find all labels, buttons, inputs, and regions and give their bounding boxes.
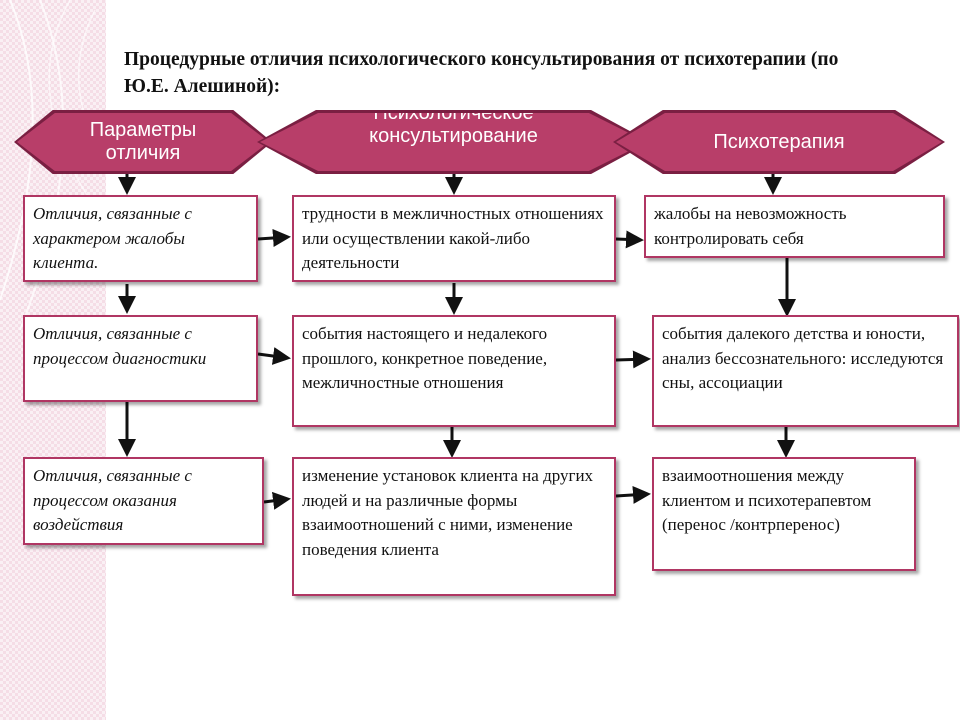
param-box-diagnostics: Отличия, связанные с процессом диагности… bbox=[23, 315, 258, 402]
arrow bbox=[257, 347, 291, 365]
param-box-complaint: Отличия, связанные с характером жалобы к… bbox=[23, 195, 258, 282]
arrow bbox=[615, 485, 651, 504]
params-header: Параметры отличия bbox=[17, 113, 269, 171]
therapy-header-label: Психотерапия bbox=[713, 130, 845, 153]
therapy-header: Психотерапия bbox=[616, 113, 942, 171]
counseling-box-complaint: трудности в межличностных отношениях или… bbox=[292, 195, 616, 282]
param-box-intervention: Отличия, связанные с процессом оказания … bbox=[23, 457, 264, 545]
arrow bbox=[615, 350, 651, 369]
counseling-box-intervention: изменение установок клиента на других лю… bbox=[292, 457, 616, 596]
counseling-header-label: Психологическое консультирование bbox=[369, 113, 538, 147]
therapy-box-intervention: взаимоотношения между клиентом и психоте… bbox=[652, 457, 916, 571]
therapy-box-complaint: жалобы на невозможность контролировать с… bbox=[644, 195, 945, 258]
params-header-label: Параметры отличия bbox=[89, 119, 197, 164]
counseling-box-diagnostics: события настоящего и недалекого прошлого… bbox=[292, 315, 616, 427]
arrow bbox=[615, 230, 644, 249]
page-title: Процедурные отличия психологического кон… bbox=[124, 49, 839, 97]
therapy-box-diagnostics: события далекого детства и юности, анали… bbox=[652, 315, 959, 427]
arrow bbox=[257, 229, 291, 247]
arrow bbox=[263, 491, 291, 510]
counseling-header: Психологическое консультирование bbox=[260, 113, 647, 171]
